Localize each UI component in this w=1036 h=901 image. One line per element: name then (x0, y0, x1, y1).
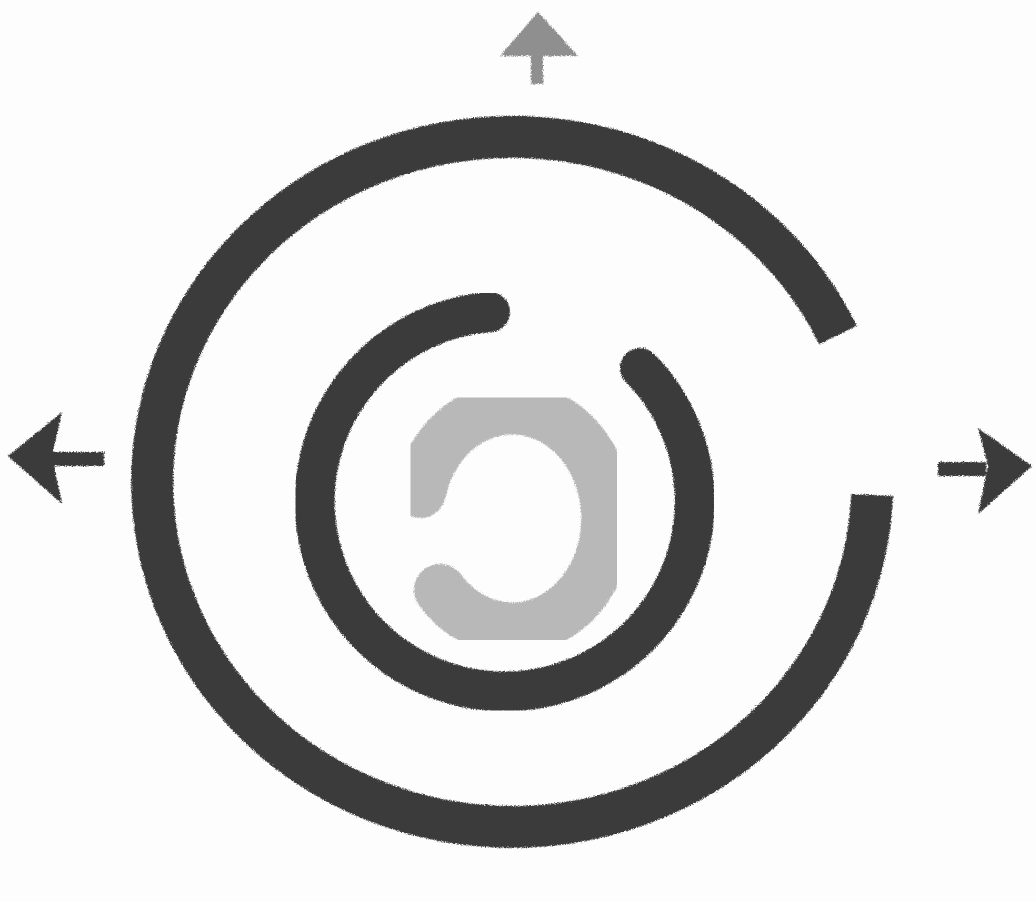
inner-core-ring (420, 409, 607, 629)
up-arrow-icon (500, 12, 578, 84)
right-arrow-icon (938, 428, 1032, 514)
outer-ring (152, 137, 872, 827)
left-arrow-icon (8, 412, 104, 504)
